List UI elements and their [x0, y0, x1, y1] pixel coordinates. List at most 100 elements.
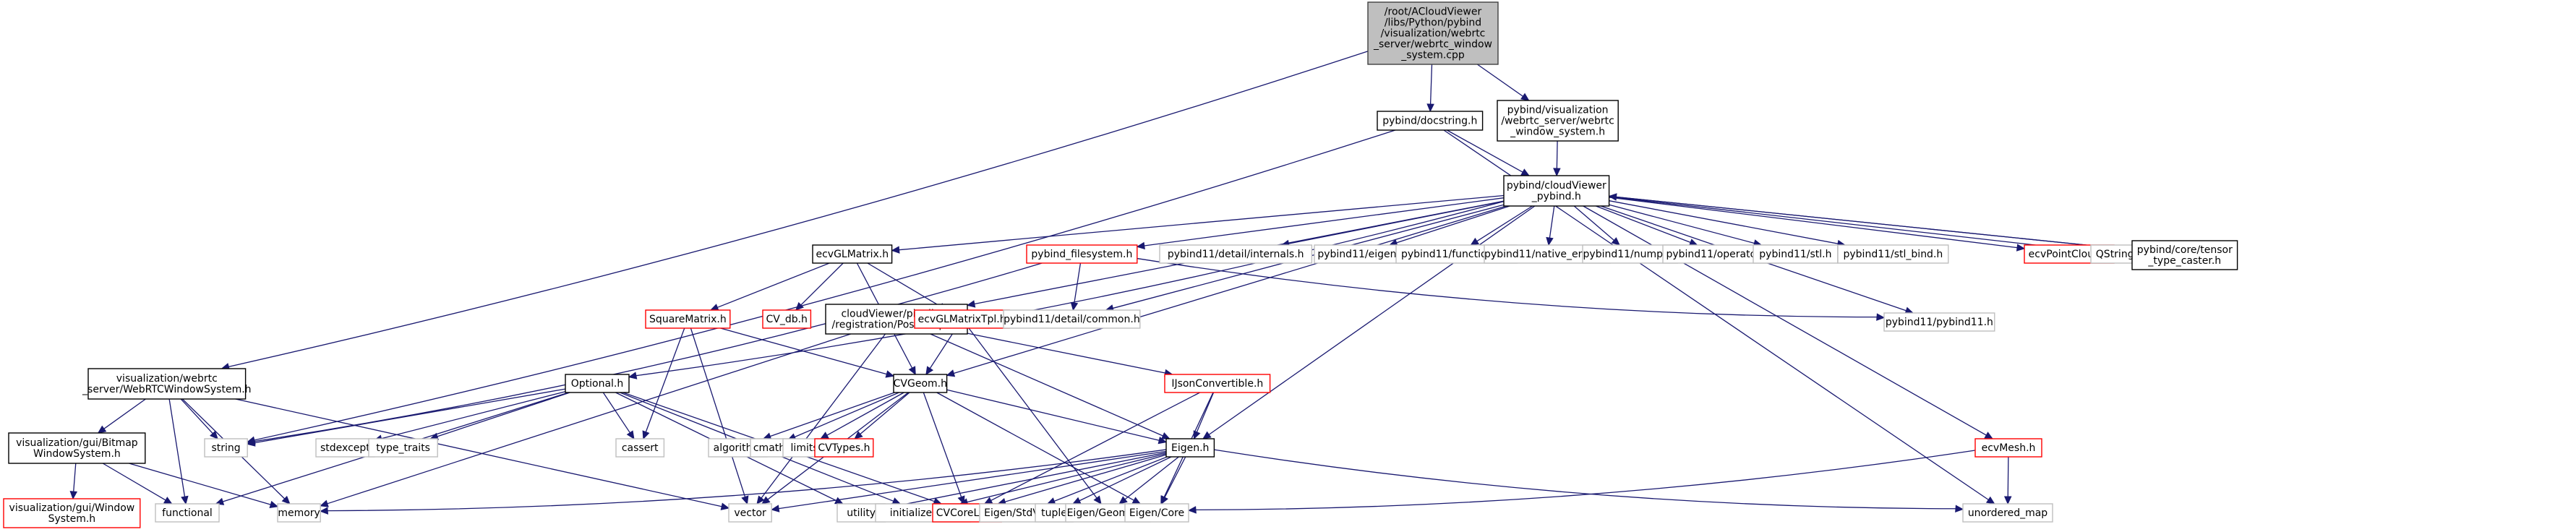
node-box [1367, 1, 1499, 65]
arrowhead-icon [1136, 241, 1145, 250]
arrowhead-icon [1202, 431, 1212, 439]
arrowhead-icon [820, 432, 829, 439]
graph-node-windowsystem[interactable]: visualization/gui/WindowSystem.h [3, 498, 141, 528]
edge-line [1583, 205, 1987, 436]
graph-node-ijson[interactable]: IJsonConvertible.h [1164, 374, 1271, 393]
edge-line [1196, 392, 1215, 433]
arrowhead-icon [1160, 432, 1171, 439]
graph-node-ecvglmatrixtpl[interactable]: ecvGLMatrixTpl.h [914, 309, 1010, 329]
node-label: cassert [622, 442, 659, 454]
arrowhead-icon [925, 366, 934, 376]
graph-node-detail-common: pybind11/detail/common.h [1003, 309, 1141, 329]
node-label: pybind_filesystem.h [1031, 249, 1132, 260]
edge-line [1476, 64, 1523, 97]
node-label: pybind11/detail/internals.h [1168, 249, 1304, 260]
edge-squarematrix-to-cvgeom [720, 327, 895, 378]
nodes-layer: /root/ACloudViewer/libs/Python/pybind/vi… [3, 1, 2238, 528]
node-label: _system.cpp [1400, 50, 1465, 61]
edge-line [1079, 456, 1172, 502]
node-label: Eigen/Core [1129, 507, 1184, 519]
graph-node-optional[interactable]: Optional.h [565, 374, 630, 393]
arrowhead-icon [1158, 437, 1168, 445]
edge-pybind_fs-to-string [247, 262, 1043, 445]
edge-pybind_fs-to-detail_common [1070, 262, 1082, 312]
node-label: /visualization/webrtc [1381, 28, 1486, 40]
arrowhead-icon [642, 430, 650, 440]
edge-bitmapws-to-functional [102, 463, 173, 505]
node-label: pybind11/stl.h [1759, 249, 1831, 260]
edge-cvgeom-to-eigencore [936, 392, 1142, 505]
arrowhead-icon [320, 499, 329, 507]
edge-line [1476, 205, 1533, 242]
arrowhead-icon [1070, 301, 1079, 312]
node-label: Eigen.h [1171, 442, 1209, 454]
edge-cv_pybind-to-pb_native_enum [1546, 205, 1555, 246]
node-label: ecvPointCloud.h [2029, 249, 2110, 260]
edge-line [1074, 262, 1082, 304]
edge-line [1616, 196, 2133, 251]
arrowhead-icon [210, 430, 218, 439]
edge-eigenh-to-geometry [1118, 456, 1179, 505]
edge-webrtcws-to-string [180, 398, 218, 439]
arrowhead-icon [1187, 506, 1197, 514]
edge-line [1144, 197, 1505, 246]
node-label: _server/webrtc_window [1373, 39, 1492, 51]
edge-posegraph-to-eigenh [930, 333, 1171, 439]
node-label: ecvGLMatrix.h [816, 249, 889, 260]
edge-line [1609, 200, 1839, 244]
node-box [750, 438, 789, 458]
graph-node-root[interactable]: /root/ACloudViewer/libs/Python/pybind/vi… [1367, 1, 1499, 65]
edge-ijson-to-eigenh [1193, 392, 1215, 440]
edge-squarematrix-to-vector [690, 327, 749, 505]
graph-node-cv-db[interactable]: CV_db.h [762, 309, 812, 329]
node-label: pybind11/numpy.h [1583, 249, 1677, 260]
edge-line [867, 262, 941, 307]
graph-node-pybind-fs[interactable]: pybind_filesystem.h [1026, 244, 1138, 264]
arrowhead-icon [795, 301, 804, 311]
graph-node-pb-numpy: pybind11/numpy.h [1582, 244, 1678, 264]
arrowhead-icon [1608, 193, 1617, 201]
arrowhead-icon [1426, 103, 1434, 113]
edge-line [437, 392, 570, 437]
edge-line [923, 392, 962, 497]
node-label: pybind/core/tensor [2137, 244, 2233, 256]
edge-line [254, 129, 1396, 441]
edge-line [168, 398, 186, 497]
node-box [1026, 244, 1138, 264]
graph-node-webrtcws[interactable]: visualization/webrtc_server/WebRTCWindow… [82, 368, 252, 400]
node-label: CV_db.h [766, 314, 807, 325]
graph-node-tensor-caster[interactable]: pybind/core/tensor_type_caster.h [2131, 240, 2238, 270]
graph-node-webrtc-ws-h[interactable]: pybind/visualization/webrtc_server/webrt… [1497, 100, 1619, 142]
node-label: visualization/gui/Window [9, 502, 135, 514]
arrowhead-icon [281, 495, 291, 505]
graph-node-docstring[interactable]: pybind/docstring.h [1377, 111, 1484, 131]
edge-line [967, 452, 1167, 503]
edge-line [102, 463, 166, 501]
edge-line [968, 327, 1097, 499]
edge-ecvglmatrix-to-ecvglmatrixtpl [867, 262, 948, 311]
edge-line [381, 391, 566, 439]
node-label: unordered_map [1968, 507, 2047, 519]
arrowhead-icon [1955, 505, 1964, 512]
graph-node-cvgeom[interactable]: CVGeom.h [893, 374, 948, 393]
graph-node-ecvmesh[interactable]: ecvMesh.h [1974, 438, 2042, 458]
arrowhead-icon [628, 372, 638, 379]
graph-node-qstring: QString [2090, 244, 2140, 264]
node-box [155, 503, 220, 523]
edge-bitmapws-to-windowsystem [69, 463, 78, 500]
node-box [3, 498, 141, 528]
arrowhead-icon [1193, 430, 1201, 440]
edge-line [800, 262, 844, 306]
graph-node-ecvglmatrix[interactable]: ecvGLMatrix.h [812, 244, 893, 264]
graph-node-eigenh[interactable]: Eigen.h [1165, 438, 1215, 458]
graph-node-squarematrix[interactable]: SquareMatrix.h [645, 309, 731, 329]
edge-webrtc_ws_h-to-cv_pybind [1553, 140, 1561, 177]
graph-node-cvtypes[interactable]: CVTypes.h [814, 438, 874, 458]
node-box [1377, 111, 1484, 131]
arrowhead-icon [885, 370, 895, 378]
graph-node-cv-pybind[interactable]: pybind/cloudViewer_pybind.h [1503, 175, 1610, 207]
edge-cv_pybind-to-pb_numpy [1573, 205, 1620, 246]
edge-eigenh-to-memory [319, 449, 1167, 515]
node-box [645, 309, 731, 329]
